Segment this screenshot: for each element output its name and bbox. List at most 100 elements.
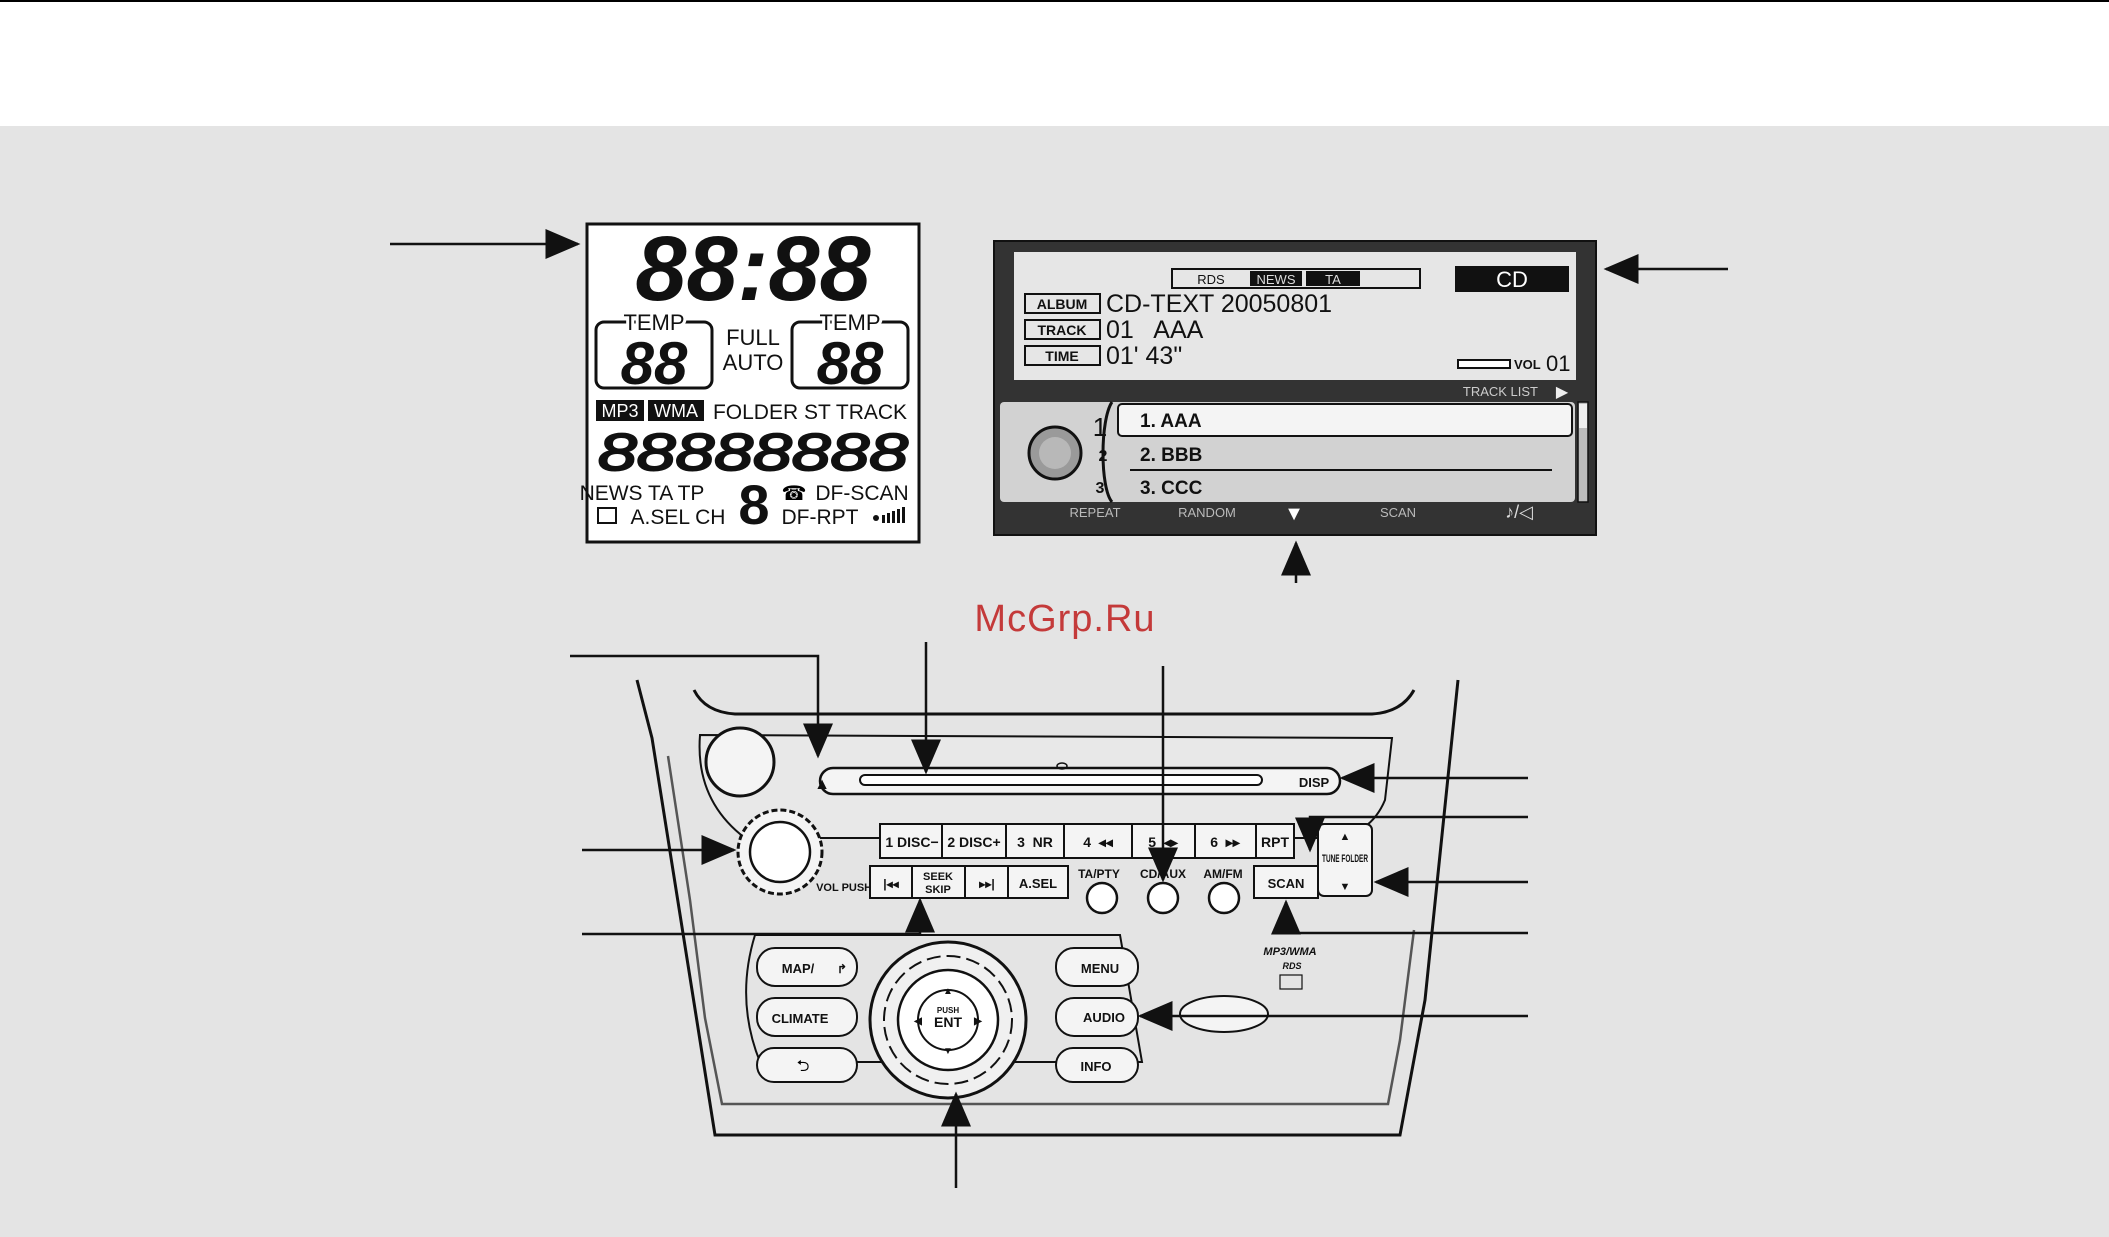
menu-button[interactable]: MENU — [1081, 961, 1119, 976]
audio-button[interactable]: AUDIO — [1083, 1010, 1125, 1025]
menu-scan[interactable]: SCAN — [1380, 505, 1416, 520]
preset-2-button[interactable]: 2 DISC+ — [947, 834, 1000, 850]
segment-digits: 88888888 — [598, 424, 908, 482]
track-list-label: TRACK LIST — [1463, 384, 1538, 399]
climate-display: 88:88 TEMP 88 FULL AUTO TEMP 88 MP3 WMA … — [580, 218, 921, 544]
seek-skip-button[interactable]: SEEK — [923, 871, 953, 883]
map-arrow-icon: ↱ — [837, 962, 847, 976]
clock-digits: 88:88 — [635, 218, 871, 320]
album-value: CD-TEXT 20050801 — [1106, 290, 1332, 318]
callout-rpt — [1295, 815, 1528, 853]
am-fm-button[interactable] — [1207, 881, 1241, 915]
callout-scan — [1271, 899, 1528, 935]
df-scan-label: DF-SCAN — [815, 482, 908, 505]
df-rpt-label: DF-RPT — [782, 506, 859, 529]
preset-3-button[interactable]: 3 NR — [1017, 834, 1053, 850]
mp3-wma-logo: MP3/WMA — [1263, 946, 1316, 958]
rds-tab: RDS — [1197, 272, 1225, 287]
callout-eject — [570, 654, 833, 759]
info-button[interactable]: INFO — [1080, 1059, 1111, 1074]
track-item-1[interactable]: 1. AAA — [1140, 411, 1202, 432]
badge-wma: WMA — [654, 401, 698, 421]
tune-down-arrow-icon[interactable]: ▼ — [1340, 881, 1351, 893]
interface-dial[interactable] — [868, 940, 1028, 1100]
temp-digits-left: 88 — [621, 330, 688, 397]
vol-push-label: VOL PUSH ⏻ — [816, 881, 884, 894]
track-label: TRACK — [1038, 322, 1087, 338]
dolby-icon — [597, 507, 617, 524]
top-rule — [0, 0, 2109, 2]
auxiliary-dial[interactable] — [704, 726, 776, 798]
dial-down-arrow-icon: ▼ — [943, 1046, 953, 1057]
preset-4-button[interactable]: 4 ◂◂ — [1083, 834, 1114, 850]
time-label: TIME — [1045, 348, 1078, 364]
callout-seek-skip — [582, 897, 935, 936]
asel-button[interactable]: A.SEL — [1019, 876, 1057, 891]
am-fm-label: AM/FM — [1203, 867, 1242, 881]
signal-bars-icon — [873, 507, 905, 523]
source-label: CD — [1496, 267, 1528, 292]
menu-repeat[interactable]: REPEAT — [1069, 505, 1120, 520]
dial-left-arrow-icon: ◀ — [913, 1016, 922, 1027]
map-button[interactable]: MAP/ — [782, 961, 815, 976]
preset-6-button[interactable]: 6 ▸▸ — [1210, 834, 1241, 850]
album-label: ALBUM — [1037, 296, 1088, 312]
volume-knob[interactable] — [736, 808, 824, 896]
sensor-oval — [1179, 995, 1269, 1033]
watermark: McGrp.Ru — [974, 598, 1156, 640]
disp-button[interactable]: DISP — [1299, 775, 1330, 790]
phone-icon: ☎ — [782, 481, 807, 505]
temp-label-right: TEMP — [819, 310, 880, 335]
climate-button[interactable]: CLIMATE — [772, 1011, 829, 1026]
head-unit: ▲ DISP 1 DISC− 2 DISC+ 3 NR 4 ◂◂ 5 ◂▸ 6 … — [635, 679, 1460, 1137]
menu-random[interactable]: RANDOM — [1178, 505, 1236, 520]
track-item-2[interactable]: 2. BBB — [1140, 445, 1202, 466]
preset-1-button[interactable]: 1 DISC− — [885, 834, 938, 850]
music-speaker-icon[interactable]: ♪/◁ — [1505, 502, 1533, 522]
rpt-button[interactable]: RPT — [1261, 834, 1289, 850]
track-item-3[interactable]: 3. CCC — [1140, 478, 1203, 499]
cd-aux-button[interactable] — [1146, 881, 1180, 915]
ent-button[interactable]: ENT — [934, 1014, 962, 1030]
preset-buttons: 1 DISC− 2 DISC+ 3 NR 4 ◂◂ 5 ◂▸ 6 ▸▸ RPT — [879, 823, 1295, 859]
push-label: PUSH — [937, 1006, 959, 1015]
list-scrollbar[interactable] — [1577, 401, 1589, 503]
folder-st-track-label: FOLDER ST TRACK — [713, 401, 907, 424]
news-tab: NEWS — [1257, 272, 1296, 287]
asel-ch-label: A.SEL CH — [631, 506, 726, 529]
dial-right-arrow-icon: ▶ — [973, 1016, 983, 1027]
back-button[interactable]: ⮌ — [797, 1056, 810, 1075]
ta-tab: TA — [1325, 272, 1341, 287]
seek-forward-button[interactable]: ▸▸| — [978, 877, 994, 891]
disc-number-1[interactable]: 1 — [1093, 412, 1107, 442]
news-ta-tp-label: NEWS TA TP — [580, 482, 705, 505]
disc-logo — [1279, 974, 1303, 990]
ta-pty-label: TA/PTY — [1078, 867, 1120, 881]
navi-screen: RDS NEWS TA CD ALBUM CD-TEXT 20050801 TR… — [993, 240, 1597, 536]
menu-down-arrow-icon[interactable]: ▼ — [1284, 503, 1304, 525]
seek-back-button[interactable]: |◂◂ — [883, 877, 899, 891]
ta-pty-button[interactable] — [1085, 881, 1119, 915]
big-digit: 8 — [738, 473, 769, 536]
volume-bar — [1457, 359, 1511, 369]
temp-label-left: TEMP — [623, 310, 684, 335]
disc-number-3[interactable]: 3 — [1096, 480, 1105, 497]
tune-folder-rocker[interactable] — [1317, 823, 1373, 897]
auto-label: AUTO — [723, 350, 784, 375]
scan-button[interactable]: SCAN — [1268, 876, 1305, 891]
vol-label: VOL — [1514, 357, 1541, 372]
temp-digits-right: 88 — [817, 330, 884, 397]
eject-button[interactable]: ▲ — [814, 776, 830, 793]
dial-up-arrow-icon: ▲ — [943, 986, 953, 997]
disc-number-2[interactable]: 2 — [1099, 448, 1108, 465]
badge-mp3: MP3 — [601, 401, 638, 421]
time-value: 01' 43" — [1106, 342, 1182, 370]
tune-folder-label: TUNE FOLDER — [1322, 853, 1368, 865]
seek-skip-button-label-2: SKIP — [925, 884, 951, 896]
tune-up-arrow-icon[interactable]: ▲ — [1340, 831, 1351, 843]
track-list-arrow-icon[interactable]: ▶ — [1556, 384, 1569, 401]
full-label: FULL — [726, 325, 780, 350]
vol-value: 01 — [1546, 351, 1570, 376]
rds-logo: RDS — [1282, 961, 1301, 971]
